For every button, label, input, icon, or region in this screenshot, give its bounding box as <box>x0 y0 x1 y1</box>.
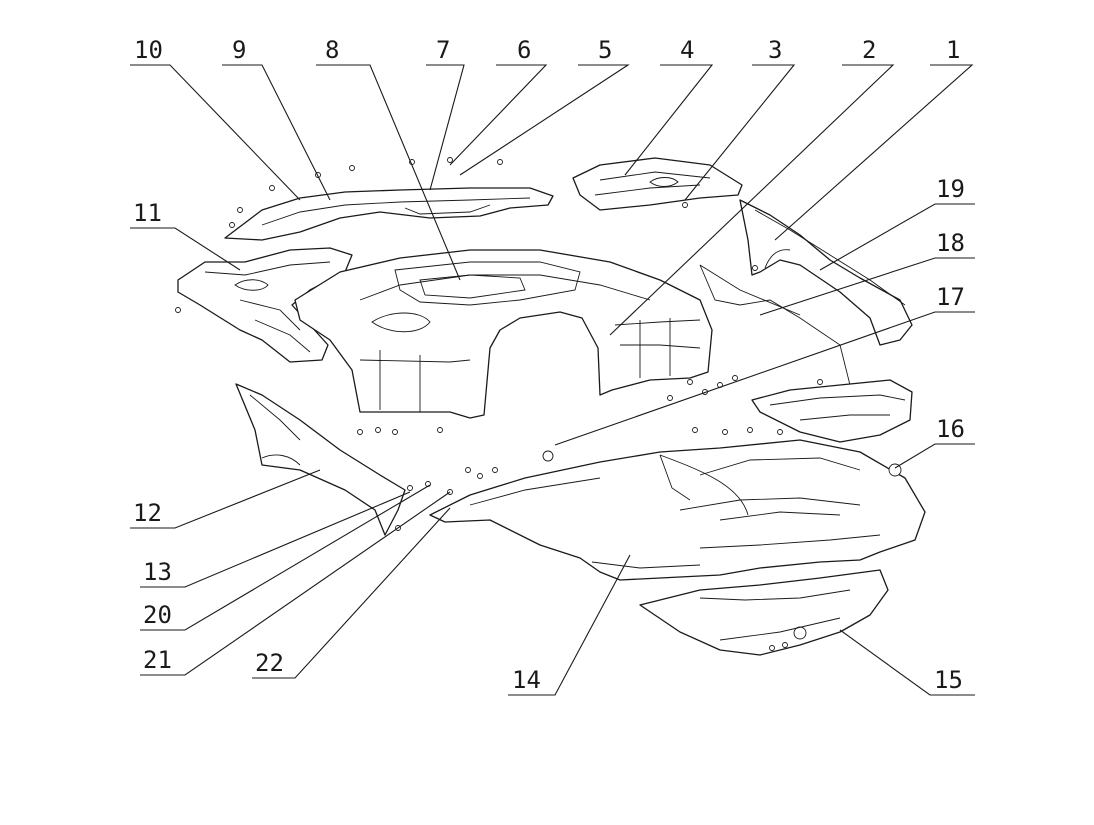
callout-1: 1 <box>946 36 960 64</box>
callout-21: 21 <box>143 646 172 674</box>
callout-18: 18 <box>936 229 965 257</box>
callout-6: 6 <box>517 36 531 64</box>
left-footwell-panel <box>177 247 353 363</box>
callout-13: 13 <box>143 558 172 586</box>
right-skid-plate <box>751 379 913 443</box>
leader-10 <box>130 64 301 201</box>
leader-22 <box>252 507 451 679</box>
leader-8 <box>316 64 461 281</box>
callout-10: 10 <box>134 36 163 64</box>
callout-12: 12 <box>133 499 162 527</box>
leader-4 <box>624 64 714 176</box>
leader-15 <box>839 629 975 696</box>
rear-top-rail <box>224 187 554 241</box>
leader-5 <box>459 64 630 176</box>
rear-bottom-skid <box>639 569 889 656</box>
callout-19: 19 <box>936 175 965 203</box>
leader-6 <box>449 64 548 166</box>
callout-14: 14 <box>512 666 541 694</box>
leader-12 <box>130 469 321 529</box>
leader-3 <box>684 64 796 201</box>
callout-7: 7 <box>436 36 450 64</box>
leader-17 <box>554 311 975 446</box>
leader-14 <box>508 554 631 696</box>
right-rear-panel <box>572 157 743 211</box>
left-front-fender <box>235 383 406 536</box>
leader-16 <box>894 443 975 469</box>
callout-20: 20 <box>143 601 172 629</box>
callout-labels: 10 9 8 7 6 5 4 3 2 1 19 18 17 16 15 11 1… <box>133 36 965 694</box>
callout-17: 17 <box>936 283 965 311</box>
leader-21 <box>140 491 451 676</box>
callout-16: 16 <box>936 415 965 443</box>
leader-2 <box>609 64 895 336</box>
leader-20 <box>140 484 431 631</box>
rear-cargo-body <box>429 439 926 581</box>
leader-1 <box>774 64 974 241</box>
leader-19 <box>819 203 975 271</box>
leader-11 <box>130 227 241 271</box>
callout-9: 9 <box>232 36 246 64</box>
fastener-group <box>175 157 902 651</box>
leader-9 <box>222 64 331 201</box>
callout-15: 15 <box>934 666 963 694</box>
leader-7 <box>426 64 465 191</box>
callout-3: 3 <box>768 36 782 64</box>
right-fender <box>739 199 913 346</box>
callout-4: 4 <box>680 36 694 64</box>
callout-22: 22 <box>255 649 284 677</box>
callout-5: 5 <box>598 36 612 64</box>
callout-leaders <box>130 64 975 696</box>
main-body-panel <box>294 249 713 419</box>
callout-11: 11 <box>133 199 162 227</box>
callout-2: 2 <box>862 36 876 64</box>
leader-13 <box>140 491 411 588</box>
leader-18 <box>759 257 975 316</box>
callout-8: 8 <box>325 36 339 64</box>
